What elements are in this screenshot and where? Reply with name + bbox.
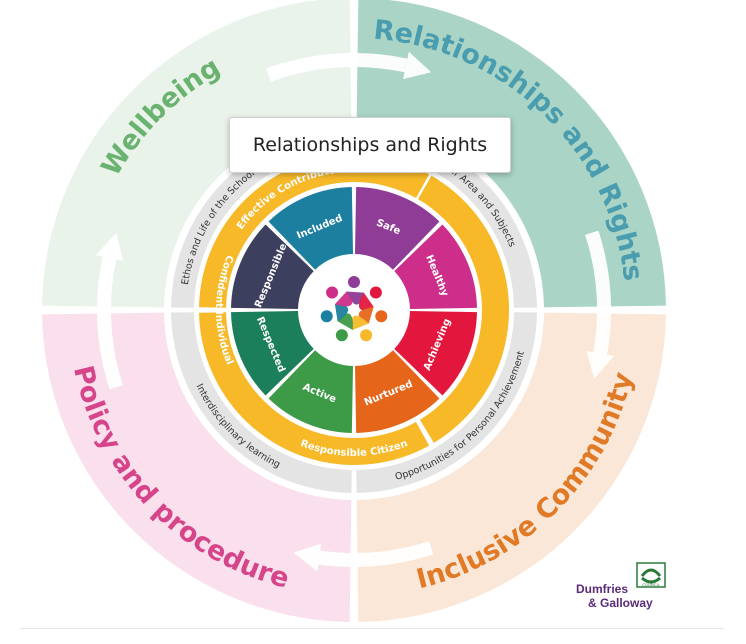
- yellow-ring-segment-2: [199, 155, 430, 308]
- cycle-arrow-2: [318, 541, 434, 567]
- yellow-ring-segment-1: [199, 312, 430, 465]
- tooltip: Relationships and Rights: [229, 117, 511, 173]
- wellbeing-indicator-healthy[interactable]: [394, 224, 477, 310]
- council-name-line2: & Galloway: [588, 596, 653, 610]
- cycle-arrowhead-icon: [586, 350, 614, 379]
- council-logo-mark-icon: COUNCIL: [636, 562, 666, 588]
- wellbeing-indicator-respected[interactable]: [231, 310, 314, 396]
- cycle-arrowhead-icon: [95, 232, 124, 261]
- council-name-line1: Dumfries: [576, 582, 629, 596]
- people-circle-icon: [320, 276, 388, 342]
- wellbeing-indicator-active[interactable]: [268, 350, 354, 433]
- divider: [20, 628, 724, 629]
- wellbeing-indicator-responsible[interactable]: [231, 224, 314, 310]
- wellbeing-indicator-safe[interactable]: [354, 187, 440, 270]
- cycle-arrow-1: [585, 230, 611, 355]
- council-logo: COUNCIL Dumfries & Galloway: [576, 562, 676, 610]
- grey-ring-segment-2: [356, 312, 537, 493]
- wellbeing-indicator-nurtured[interactable]: [354, 350, 440, 433]
- grey-ring-segment-3: [171, 312, 352, 493]
- council-logo-mark-text: COUNCIL: [642, 582, 661, 587]
- cycle-arrowhead-icon: [403, 51, 432, 80]
- cycle-arrowhead-icon: [293, 543, 322, 572]
- yellow-ring-segment-0: [418, 175, 509, 443]
- wellbeing-indicator-included[interactable]: [268, 187, 354, 270]
- cycle-arrow-0: [266, 53, 408, 82]
- wellbeing-indicator-achieving[interactable]: [394, 310, 477, 396]
- cycle-arrow-3: [97, 256, 123, 390]
- center-circle: [300, 256, 408, 364]
